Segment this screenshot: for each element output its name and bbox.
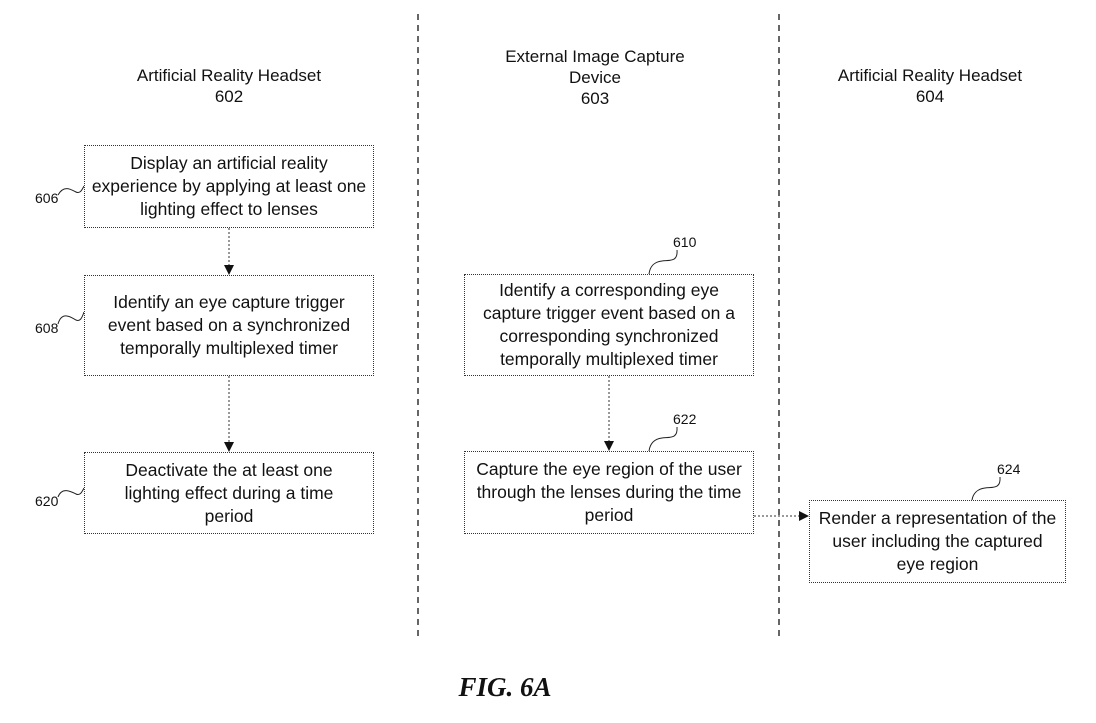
step-624-text: Render a representation of the user incl…	[818, 508, 1057, 574]
step-622-text: Capture the eye region of the user throu…	[476, 459, 742, 525]
lane-title-text: Artificial Reality Headset	[136, 66, 322, 85]
lane-title-text-line1: External Image Capture	[505, 47, 685, 66]
lane-title-text-line2: Device	[569, 68, 621, 87]
step-620-box: Deactivate the at least one lighting eff…	[84, 452, 374, 534]
leader-622	[648, 426, 678, 452]
ref-610: 610	[673, 234, 697, 250]
step-608-text: Identify an eye capture trigger event ba…	[107, 292, 351, 358]
leader-608	[57, 311, 85, 325]
step-606-text: Display an artificial reality experience…	[91, 153, 367, 219]
ref-620: 620	[35, 493, 59, 509]
step-624-box: Render a representation of the user incl…	[809, 500, 1066, 583]
ref-606: 606	[35, 190, 59, 206]
lane-ref: 604	[915, 87, 945, 106]
leader-606	[57, 185, 85, 196]
lane-title-602: Artificial Reality Headset 602	[84, 65, 374, 107]
leader-610	[648, 249, 678, 275]
lane-title-text: Artificial Reality Headset	[837, 66, 1023, 85]
lane-ref: 602	[214, 87, 244, 106]
leader-624	[971, 476, 1001, 501]
lane-ref: 603	[580, 89, 610, 108]
lane-title-603: External Image Capture Device 603	[440, 46, 750, 109]
leader-620	[57, 487, 85, 498]
step-606-box: Display an artificial reality experience…	[84, 145, 374, 228]
ref-622: 622	[673, 411, 697, 427]
step-620-text: Deactivate the at least one lighting eff…	[124, 459, 334, 526]
step-610-text: Identify a corresponding eye capture tri…	[483, 280, 735, 369]
lane-title-604: Artificial Reality Headset 604	[780, 65, 1080, 107]
step-622-box: Capture the eye region of the user throu…	[464, 451, 754, 534]
ref-608: 608	[35, 320, 59, 336]
ref-624: 624	[997, 461, 1021, 477]
step-610-box: Identify a corresponding eye capture tri…	[464, 274, 754, 376]
step-608-box: Identify an eye capture trigger event ba…	[84, 275, 374, 376]
figure-label: FIG. 6A	[458, 672, 552, 702]
